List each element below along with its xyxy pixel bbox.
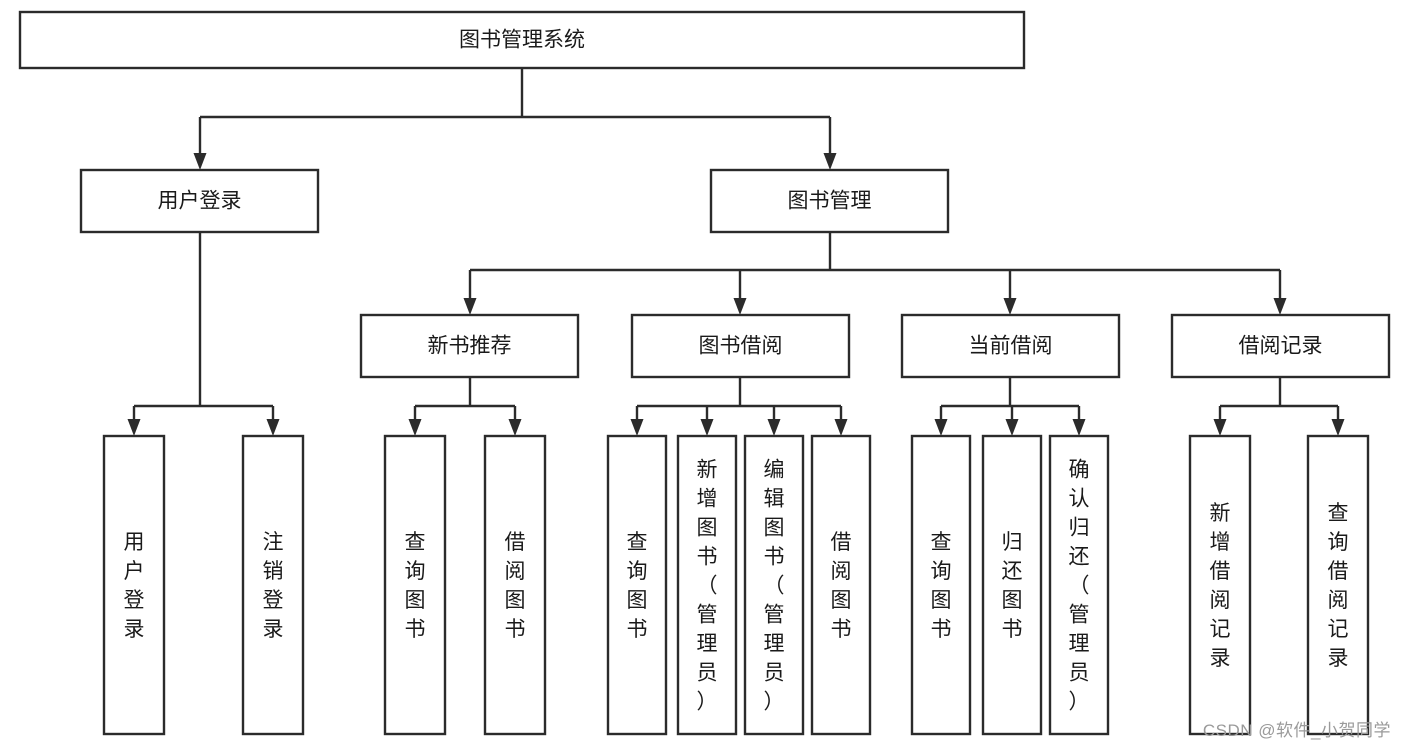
- node-layer: 图书管理系统用户登录图书管理新书推荐图书借阅当前借阅借阅记录用户登录注销登录查询…: [18, 10, 1391, 736]
- leaf-node-查询图书[interactable]: 查询图书: [383, 434, 447, 736]
- leaf-node-查询图书[interactable]: 查询图书: [910, 434, 972, 736]
- arrow-head-icon: [1273, 298, 1287, 315]
- node-box[interactable]: [1188, 434, 1252, 736]
- leaf-node-借阅图书[interactable]: 借阅图书: [483, 434, 547, 736]
- node-图书管理[interactable]: 图书管理: [709, 168, 950, 234]
- arrow-head-icon: [1005, 419, 1019, 436]
- node-用户登录[interactable]: 用户登录: [79, 168, 320, 234]
- node-label: 编辑图书（管理员）: [764, 459, 785, 714]
- edges-current-to-leaves: [934, 377, 1086, 436]
- node-label: 查询图书: [931, 531, 952, 641]
- arrow-head-icon: [127, 419, 141, 436]
- csdn-watermark: CSDN @软件_小贺同学: [1202, 721, 1391, 740]
- node-root-system[interactable]: 图书管理系统: [18, 10, 1026, 70]
- node-box[interactable]: [241, 434, 305, 736]
- node-label: 用户登录: [158, 190, 242, 213]
- node-借阅记录[interactable]: 借阅记录: [1170, 313, 1391, 379]
- arrow-head-icon: [408, 419, 422, 436]
- arrow-head-icon: [1003, 298, 1017, 315]
- node-label: 新增借阅记录: [1210, 502, 1231, 670]
- edges-borrow-to-leaves: [630, 377, 848, 436]
- leaf-node-注销登录[interactable]: 注销登录: [241, 434, 305, 736]
- edges-record-to-leaves: [1213, 377, 1345, 436]
- node-box[interactable]: [1048, 434, 1110, 736]
- node-label: 确认归还（管理员）: [1069, 459, 1090, 714]
- leaf-node-查询借阅记录[interactable]: 查询借阅记录: [1306, 434, 1370, 736]
- node-label: 查询图书: [405, 531, 426, 641]
- node-label: 查询借阅记录: [1328, 502, 1349, 670]
- node-图书借阅[interactable]: 图书借阅: [630, 313, 851, 379]
- node-box[interactable]: [483, 434, 547, 736]
- node-label: 查询图书: [627, 531, 648, 641]
- node-label: 图书管理系统: [459, 29, 585, 52]
- node-label: 注销登录: [263, 531, 284, 641]
- node-box[interactable]: [359, 313, 580, 379]
- arrow-head-icon: [1331, 419, 1345, 436]
- leaf-node-编辑图书管理员[interactable]: 编辑图书（管理员）: [743, 434, 805, 736]
- arrow-head-icon: [834, 419, 848, 436]
- node-box[interactable]: [709, 168, 950, 234]
- node-box[interactable]: [676, 434, 738, 736]
- arrow-head-icon: [823, 153, 837, 170]
- node-box[interactable]: [743, 434, 805, 736]
- edges-newbook-to-leaves: [408, 377, 522, 436]
- arrow-head-icon: [266, 419, 280, 436]
- node-label: 借阅记录: [1239, 335, 1323, 358]
- node-label: 新增图书（管理员）: [697, 459, 718, 714]
- arrow-head-icon: [463, 298, 477, 315]
- arrow-head-icon: [508, 419, 522, 436]
- leaf-node-借阅图书[interactable]: 借阅图书: [810, 434, 872, 736]
- leaf-node-确认归还管理员[interactable]: 确认归还（管理员）: [1048, 434, 1110, 736]
- arrow-head-icon: [767, 419, 781, 436]
- arrow-head-icon: [700, 419, 714, 436]
- node-label: 用户登录: [124, 531, 145, 641]
- arrow-head-icon: [733, 298, 747, 315]
- node-box[interactable]: [18, 10, 1026, 70]
- leaf-node-新增借阅记录[interactable]: 新增借阅记录: [1188, 434, 1252, 736]
- node-box[interactable]: [630, 313, 851, 379]
- arrow-head-icon: [934, 419, 948, 436]
- node-box[interactable]: [900, 313, 1121, 379]
- node-box[interactable]: [1170, 313, 1391, 379]
- node-label: 图书管理: [788, 190, 872, 213]
- node-box[interactable]: [383, 434, 447, 736]
- arrow-head-icon: [193, 153, 207, 170]
- leaf-node-归还图书[interactable]: 归还图书: [981, 434, 1043, 736]
- arrow-head-icon: [1072, 419, 1086, 436]
- node-新书推荐[interactable]: 新书推荐: [359, 313, 580, 379]
- leaf-node-新增图书管理员[interactable]: 新增图书（管理员）: [676, 434, 738, 736]
- node-box[interactable]: [606, 434, 668, 736]
- edges-management-to-level3: [463, 232, 1287, 315]
- leaf-node-查询图书[interactable]: 查询图书: [606, 434, 668, 736]
- node-label: 借阅图书: [505, 531, 526, 641]
- connector-layer: [127, 68, 1345, 436]
- node-当前借阅[interactable]: 当前借阅: [900, 313, 1121, 379]
- node-box[interactable]: [910, 434, 972, 736]
- node-label: 图书借阅: [699, 335, 783, 358]
- node-label: 新书推荐: [428, 335, 512, 358]
- node-box[interactable]: [981, 434, 1043, 736]
- node-label: 借阅图书: [831, 531, 852, 641]
- node-box[interactable]: [79, 168, 320, 234]
- arrow-head-icon: [1213, 419, 1227, 436]
- node-label: 归还图书: [1002, 531, 1023, 641]
- node-box[interactable]: [102, 434, 166, 736]
- node-box[interactable]: [1306, 434, 1370, 736]
- edges-userlogin-to-leaves: [127, 232, 280, 436]
- arrow-head-icon: [630, 419, 644, 436]
- node-box[interactable]: [810, 434, 872, 736]
- node-label: 当前借阅: [969, 335, 1053, 358]
- leaf-node-用户登录[interactable]: 用户登录: [102, 434, 166, 736]
- edges-root-to-level2: [193, 68, 837, 170]
